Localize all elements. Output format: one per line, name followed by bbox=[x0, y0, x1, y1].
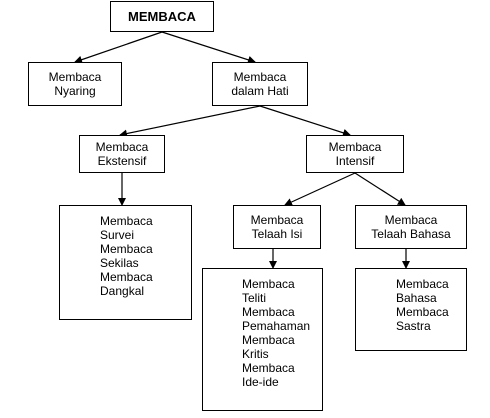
arrow-intensif-to-telaah-bahasa bbox=[354, 172, 406, 206]
node-membaca-intensif: Membaca Intensif bbox=[306, 135, 404, 173]
node-intensif-line1: Membaca bbox=[328, 140, 382, 154]
arrow-intensif-to-telaah-isi bbox=[284, 172, 356, 206]
list-item: Membaca bbox=[242, 305, 295, 319]
node-membaca-telaah-isi: Membaca Telaah Isi bbox=[233, 205, 321, 249]
list-item: Sastra bbox=[396, 319, 431, 333]
list-item: Membaca bbox=[100, 270, 153, 284]
node-root-label: MEMBACA bbox=[128, 8, 196, 24]
list-item: Pemahaman bbox=[242, 319, 311, 333]
node-ekstensif-line2: Ekstensif bbox=[97, 154, 147, 168]
node-telaah-isi-line2: Telaah Isi bbox=[251, 227, 303, 241]
node-telaah-isi-line1: Membaca bbox=[250, 213, 304, 227]
node-nyaring-line2: Nyaring bbox=[54, 84, 96, 98]
list-item: Membaca bbox=[396, 305, 449, 319]
list-item: Membaca bbox=[396, 277, 449, 291]
node-membaca-ekstensif: Membaca Ekstensif bbox=[79, 135, 165, 173]
node-membaca-dalam-hati: Membaca dalam Hati bbox=[212, 62, 308, 106]
list-box-telaah-isi: Membaca Teliti Membaca Pemahaman Membaca… bbox=[202, 268, 323, 411]
node-dalam-hati-line2: dalam Hati bbox=[231, 84, 289, 98]
list-item: Membaca bbox=[242, 333, 295, 347]
node-membaca-telaah-bahasa: Membaca Telaah Bahasa bbox=[355, 205, 467, 249]
arrow-root-to-nyaring bbox=[74, 31, 163, 64]
node-membaca-root: MEMBACA bbox=[110, 1, 214, 32]
list-item: Survei bbox=[100, 228, 135, 242]
list-item: Membaca bbox=[242, 277, 295, 291]
list-box-telaah-bahasa: Membaca Bahasa Membaca Sastra bbox=[355, 268, 467, 351]
node-intensif-line2: Intensif bbox=[335, 154, 375, 168]
list-item: Sekilas bbox=[100, 256, 139, 270]
list-item: Teliti bbox=[242, 291, 267, 305]
arrow-dalam-hati-to-ekstensif bbox=[119, 105, 261, 138]
node-telaah-bahasa-line2: Telaah Bahasa bbox=[371, 227, 451, 241]
list-box-ekstensif: Membaca Survei Membaca Sekilas Membaca D… bbox=[59, 205, 192, 320]
list-item: Membaca bbox=[242, 361, 295, 375]
list-item: Ide-ide bbox=[242, 375, 279, 389]
node-telaah-bahasa-line1: Membaca bbox=[384, 213, 438, 227]
node-nyaring-line1: Membaca bbox=[48, 70, 102, 84]
list-item: Bahasa bbox=[396, 291, 437, 305]
arrow-root-to-dalam-hati bbox=[161, 31, 256, 64]
node-dalam-hati-line1: Membaca bbox=[233, 70, 287, 84]
arrow-dalam-hati-to-intensif bbox=[259, 105, 351, 137]
list-item: Dangkal bbox=[100, 284, 145, 298]
list-item: Membaca bbox=[100, 214, 153, 228]
list-item: Kritis bbox=[242, 347, 269, 361]
node-ekstensif-line1: Membaca bbox=[95, 140, 149, 154]
node-membaca-nyaring: Membaca Nyaring bbox=[28, 62, 122, 106]
list-item: Membaca bbox=[100, 242, 153, 256]
